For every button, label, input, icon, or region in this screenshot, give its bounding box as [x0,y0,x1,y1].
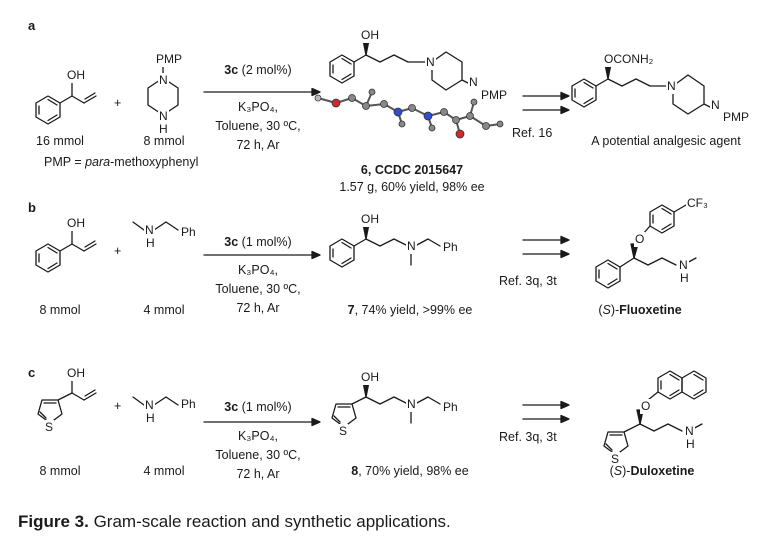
atom-h-fluoxetine: H [679,271,690,286]
catalyst-b: 3c (1 mol%) [224,235,292,249]
reactant-a2-amount: 8 mmol [143,134,185,148]
reactant-c1-structure [37,377,97,424]
atom-n-duloxetine: N [684,424,695,439]
product-6-label: 6, CCDC 2015647 [360,163,464,177]
atom-o-fluoxetine: O [634,232,646,247]
atom-n-product-6-a: N [425,55,436,70]
reactant-b1-amount: 8 mmol [39,303,81,317]
atom-n-fluoxetine: N [678,258,689,273]
arrowhead-c [311,417,321,427]
reference-c: Ref. 3q, 3t [499,430,557,444]
product-8-label: 8, 70% yield, 98% ee [351,464,469,478]
duloxetine-name: (S)-Duloxetine [609,464,695,478]
product-8-structure [331,381,441,428]
conditions-b: K₃PO₄, Toluene, 30 ºC, 72 h, Ar [215,261,300,318]
target-a-name: A potential analgesic agent [591,134,741,148]
reactant-c1-amount: 8 mmol [39,464,81,478]
pmp-definition: PMP = para-methoxyphenyl [44,155,199,169]
plus-sign-c: + [114,399,122,413]
catalyst-a: 3c (2 mol%) [224,63,292,77]
fluoxetine-name: (S)-Fluoxetine [598,303,682,317]
atom-h-duloxetine: H [685,437,696,452]
atom-s-product-8: S [338,424,349,439]
ph-group-c2: Ph [180,397,197,412]
condition-b-time: 72 h, Ar [236,301,280,315]
arrowhead-a [311,87,321,97]
reactant-b2-amount: 4 mmol [143,303,185,317]
figure-caption-text: Gram-scale reaction and synthetic applic… [88,512,451,531]
reactant-c2-structure [132,396,179,406]
atom-h-c2: H [145,411,156,426]
conditions-c: K₃PO₄, Toluene, 30 ºC, 72 h, Ar [215,427,300,484]
atom-n-a2-top: N [158,73,169,88]
condition-c-time: 72 h, Ar [236,467,280,481]
atom-s-duloxetine: S [610,452,621,467]
condition-c-base: K₃PO₄, [237,429,279,443]
plus-sign-a: + [114,96,122,110]
atom-n-product-7: N [406,239,417,254]
target-a-carbamate: OCONH₂ [603,52,655,67]
atom-h-a2: H [158,122,169,137]
atom-oh-c1: OH [66,366,86,381]
reactant-b1-structure [35,227,97,273]
atom-oh-a1: OH [66,68,86,83]
atom-s-c1: S [44,420,55,435]
reactant-a1-amount: 16 mmol [36,134,84,148]
panel-label-a: a [28,18,36,33]
fluoxetine-structure [595,204,697,289]
plus-sign-b: + [114,244,122,258]
atom-n-b2: N [144,223,155,238]
pmp-group-product-6: PMP [480,88,509,103]
condition-c-solvent: Toluene, 30 ºC, [215,448,301,462]
ph-group-product-8: Ph [442,400,459,415]
atom-oh-product-7: OH [360,212,380,227]
atom-h-b2: H [145,236,156,251]
condition-b-solvent: Toluene, 30 ºC, [215,282,301,296]
reference-b: Ref. 3q, 3t [499,274,557,288]
atom-n-target-a-b: N [710,98,721,113]
atom-n-product-8: N [406,397,417,412]
condition-b-base: K₃PO₄, [237,263,279,277]
pmp-group-a2: PMP [155,52,184,67]
atom-n-a2-bottom: N [158,109,169,124]
atom-oh-product-6: OH [360,28,380,43]
crystal-structure-image [317,91,501,135]
catalyst-c: 3c (1 mol%) [224,400,292,414]
figure-caption: Figure 3. Gram-scale reaction and synthe… [18,512,451,532]
atom-oh-product-8: OH [360,370,380,385]
atom-oh-b1: OH [66,216,86,231]
conditions-a: K₃PO₄, Toluene, 30 ºC, 72 h, Ar [215,98,300,155]
product-6-structure [329,39,475,91]
ph-group-product-7: Ph [442,240,459,255]
product-6-yield: 1.57 g, 60% yield, 98% ee [339,180,485,194]
reactant-b2-structure [132,221,179,231]
atom-n-c2: N [144,398,155,413]
target-a-structure [571,63,717,115]
atom-o-duloxetine: O [640,399,652,414]
reference-a: Ref. 16 [512,126,553,140]
condition-a-time: 72 h, Ar [236,138,280,152]
crystal-atoms [314,88,504,139]
reactant-a1-structure [35,79,97,125]
reactant-c2-amount: 4 mmol [143,464,185,478]
ph-group-b2: Ph [180,225,197,240]
arrowhead-b [311,250,321,260]
figure-caption-label: Figure 3. [18,512,89,531]
atom-n-product-6-b: N [468,75,479,90]
condition-a-base: K₃PO₄, [237,100,279,114]
panel-label-b: b [28,200,36,215]
pmp-group-target-a: PMP [722,110,751,125]
cf3-group: CF₃ [686,196,709,211]
product-7-structure [329,223,441,268]
atom-n-target-a-a: N [666,79,677,94]
product-7-label: 7, 74% yield, >99% ee [347,303,473,317]
panel-label-c: c [28,365,36,380]
condition-a-solvent: Toluene, 30 ºC, [215,119,301,133]
